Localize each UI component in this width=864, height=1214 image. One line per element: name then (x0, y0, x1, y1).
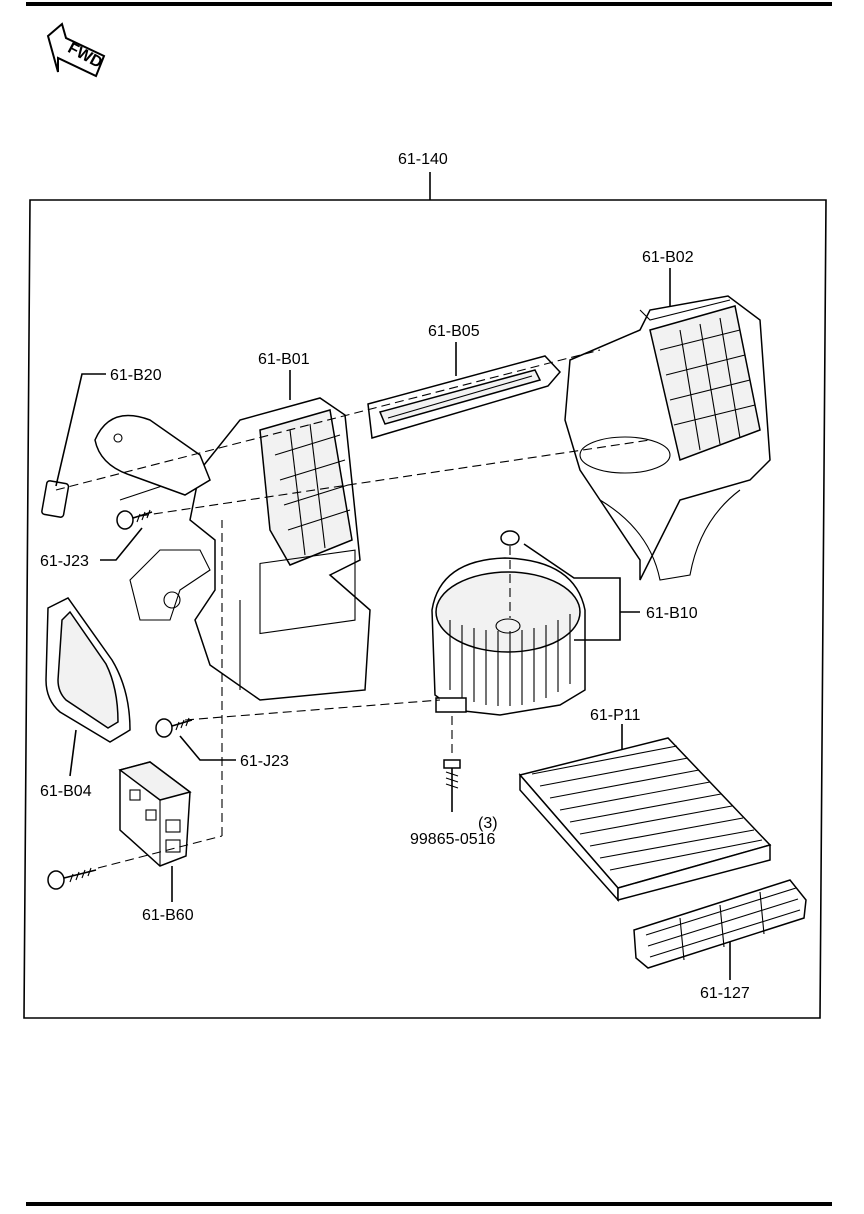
part-61-b60 (118, 761, 192, 867)
label-61-b01: 61-B01 (258, 351, 310, 368)
label-screw-qty: (3) (478, 815, 498, 832)
label-61-j23-upper: 61-J23 (40, 553, 89, 570)
label-61-140: 61-140 (398, 151, 448, 168)
part-61-b20 (41, 414, 211, 518)
part-61-b10 (431, 530, 586, 716)
label-61-j23-lower: 61-J23 (240, 753, 289, 770)
part-61-j23-upper (116, 509, 153, 530)
part-61-b01 (119, 397, 371, 701)
alignment-lines (55, 349, 651, 869)
label-61-b10: 61-B10 (646, 605, 698, 622)
label-61-b05: 61-B05 (428, 323, 480, 340)
label-61-b04: 61-B04 (40, 783, 92, 800)
part-61-b60-screw (47, 867, 97, 890)
label-99865-0516: 99865-0516 (410, 831, 496, 848)
part-61-b05 (367, 355, 562, 439)
assembly-frame (23, 172, 827, 1019)
part-61-j23-lower (155, 717, 193, 738)
label-61-b20: 61-B20 (110, 367, 162, 384)
part-61-127 (633, 879, 807, 969)
label-61-p11: 61-P11 (590, 707, 641, 724)
part-61-b02 (564, 295, 771, 581)
part-61-b04 (45, 597, 131, 743)
label-61-b60: 61-B60 (142, 907, 194, 924)
top-rule (26, 2, 832, 6)
part-99865-0516 (443, 759, 461, 790)
part-61-p11 (518, 737, 772, 902)
bottom-rule (26, 1202, 832, 1206)
label-61-b02: 61-B02 (642, 249, 694, 266)
label-61-127: 61-127 (700, 985, 750, 1002)
fwd-arrow-icon: FWD (46, 22, 106, 78)
